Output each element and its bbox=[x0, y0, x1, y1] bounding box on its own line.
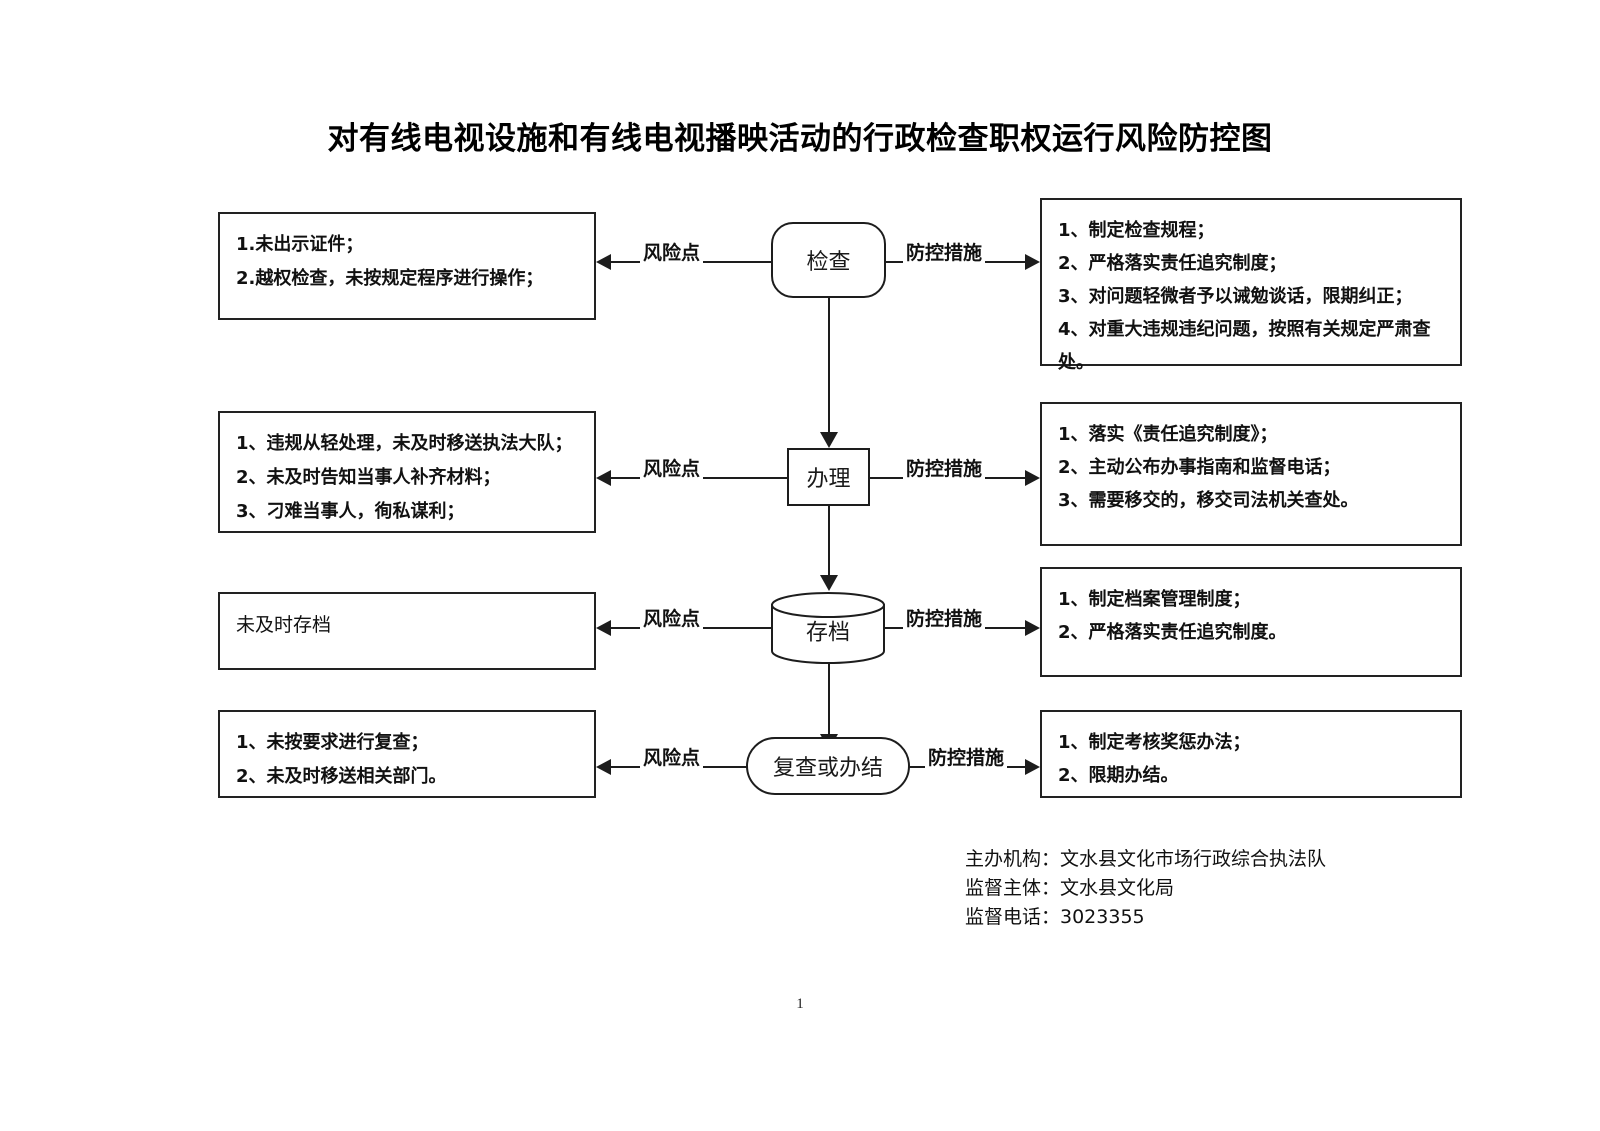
measure-line: 4、对重大违规违纪问题，按照有关规定严肃查 bbox=[1058, 319, 1431, 340]
edge-label-measure: 防控措施 bbox=[903, 238, 986, 265]
flow-node-archive[interactable]: 存档 bbox=[770, 592, 886, 664]
arrowhead-left bbox=[596, 759, 611, 775]
risk-line: 2、未及时移送相关部门。 bbox=[236, 766, 447, 787]
arrowhead-left bbox=[596, 470, 611, 486]
risk-line: 1.未出示证件； bbox=[236, 234, 364, 255]
risk-box-inspect: 1.未出示证件； 2.越权检查，未按规定程序进行操作； bbox=[218, 212, 596, 320]
measure-line: 2、主动公布办事指南和监督电话； bbox=[1058, 457, 1341, 478]
edge-label-measure: 防控措施 bbox=[925, 743, 1008, 770]
page-title: 对有线电视设施和有线电视播映活动的行政检查职权运行风险防控图 bbox=[327, 121, 1273, 156]
page-number: 1 bbox=[796, 996, 804, 1012]
arrowhead-right bbox=[1025, 759, 1040, 775]
flow-node-handle[interactable]: 办理 bbox=[787, 448, 870, 506]
risk-line: 3、刁难当事人，徇私谋利； bbox=[236, 501, 465, 522]
measure-line: 处。 bbox=[1058, 352, 1094, 373]
edge-label-risk: 风险点 bbox=[640, 238, 704, 265]
footer-supervisor: 监督主体：文水县文化局 bbox=[965, 877, 1175, 899]
edge-label-measure: 防控措施 bbox=[903, 454, 986, 481]
footer-phone: 监督电话：3023355 bbox=[965, 906, 1145, 928]
measure-line: 1、制定考核奖惩办法； bbox=[1058, 732, 1251, 753]
measure-box-handle: 1、落实《责任追究制度》； 2、主动公布办事指南和监督电话； 3、需要移交的，移… bbox=[1040, 402, 1462, 546]
flow-node-label: 办理 bbox=[806, 467, 851, 492]
connector-inspect-handle bbox=[828, 298, 830, 432]
measure-line: 1、制定检查规程； bbox=[1058, 220, 1215, 241]
measure-line: 1、制定档案管理制度； bbox=[1058, 589, 1251, 610]
arrowhead-left bbox=[596, 254, 611, 270]
arrowhead-left bbox=[596, 620, 611, 636]
measure-box-archive: 1、制定档案管理制度； 2、严格落实责任追究制度。 bbox=[1040, 567, 1462, 677]
flow-node-inspect[interactable]: 检查 bbox=[771, 222, 886, 298]
measure-line: 2、严格落实责任追究制度。 bbox=[1058, 622, 1287, 643]
footer-organizer: 主办机构：文水县文化市场行政综合执法队 bbox=[965, 848, 1327, 870]
footer-info: 主办机构：文水县文化市场行政综合执法队 监督主体：文水县文化局 监督电话：302… bbox=[965, 845, 1326, 932]
arrowhead-right bbox=[1025, 254, 1040, 270]
connector-archive-review bbox=[828, 664, 830, 734]
arrowhead-down bbox=[820, 575, 838, 591]
flow-node-review[interactable]: 复查或办结 bbox=[746, 737, 910, 795]
measure-box-review: 1、制定考核奖惩办法； 2、限期办结。 bbox=[1040, 710, 1462, 798]
risk-line: 1、未按要求进行复查； bbox=[236, 732, 429, 753]
risk-box-handle: 1、违规从轻处理，未及时移送执法大队； 2、未及时告知当事人补齐材料； 3、刁难… bbox=[218, 411, 596, 533]
risk-line: 未及时存档 bbox=[236, 614, 332, 636]
connector-handle-archive bbox=[828, 506, 830, 575]
measure-line: 3、对问题轻微者予以诫勉谈话，限期纠正； bbox=[1058, 286, 1413, 307]
edge-label-risk: 风险点 bbox=[640, 743, 704, 770]
edge-label-risk: 风险点 bbox=[640, 604, 704, 631]
risk-box-archive: 未及时存档 bbox=[218, 592, 596, 670]
measure-line: 2、严格落实责任追究制度； bbox=[1058, 253, 1287, 274]
measure-line: 2、限期办结。 bbox=[1058, 765, 1179, 786]
edge-label-measure: 防控措施 bbox=[903, 604, 986, 631]
measure-box-inspect: 1、制定检查规程； 2、严格落实责任追究制度； 3、对问题轻微者予以诫勉谈话，限… bbox=[1040, 198, 1462, 373]
arrowhead-right bbox=[1025, 470, 1040, 486]
arrowhead-right bbox=[1025, 620, 1040, 636]
measure-line: 3、需要移交的，移交司法机关查处。 bbox=[1058, 490, 1359, 511]
arrowhead-down bbox=[820, 432, 838, 448]
flow-node-label: 复查或办结 bbox=[772, 756, 883, 781]
measure-line: 1、落实《责任追究制度》； bbox=[1058, 424, 1278, 445]
cylinder-shape bbox=[771, 592, 885, 664]
edge-label-risk: 风险点 bbox=[640, 454, 704, 481]
flow-node-label: 检查 bbox=[806, 250, 851, 275]
risk-box-review: 1、未按要求进行复查； 2、未及时移送相关部门。 bbox=[218, 710, 596, 798]
risk-line: 2、未及时告知当事人补齐材料； bbox=[236, 467, 501, 488]
risk-line: 2.越权检查，未按规定程序进行操作； bbox=[236, 268, 544, 289]
risk-line: 1、违规从轻处理，未及时移送执法大队； bbox=[236, 433, 573, 454]
flow-node-label: 存档 bbox=[805, 620, 850, 646]
